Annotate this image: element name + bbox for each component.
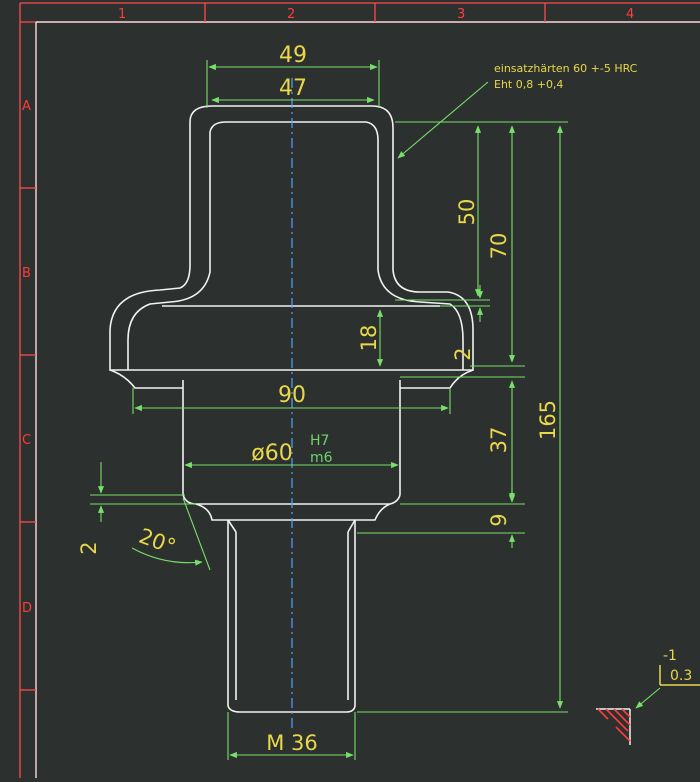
drawing-frame: 1 2 3 4 A B C D bbox=[19, 2, 700, 778]
dimension-diameter-60: ø60 H7 m6 bbox=[184, 433, 399, 469]
frame-column-4: 4 bbox=[626, 7, 634, 22]
frame-column-2: 2 bbox=[287, 7, 295, 22]
dimension-thread-label: M 36 bbox=[266, 731, 318, 755]
dimension-9-label: 9 bbox=[487, 513, 511, 526]
dimension-2-left-label: 2 bbox=[77, 541, 101, 554]
frame-row-b: B bbox=[22, 266, 31, 281]
fit-shaft-label: m6 bbox=[310, 450, 333, 466]
dimension-9: 9 bbox=[487, 488, 516, 548]
dimension-angle: 20° bbox=[131, 497, 211, 571]
dimension-37: 37 bbox=[487, 380, 516, 501]
dimension-50-label: 50 bbox=[455, 199, 479, 226]
frame-column-3: 3 bbox=[457, 7, 465, 22]
dimension-diameter-60-label: ø60 bbox=[251, 441, 292, 466]
dimension-18: 18 bbox=[357, 309, 384, 367]
dimension-165-label: 165 bbox=[536, 400, 560, 440]
dimension-90-label: 90 bbox=[278, 383, 306, 408]
surface-hatch bbox=[596, 708, 631, 745]
frame-row-c: C bbox=[22, 433, 31, 448]
hardening-note: einsatzhärten 60 +-5 HRC Eht 0,8 +0,4 bbox=[397, 62, 638, 159]
dimension-49: 49 bbox=[206, 43, 380, 108]
dimension-50: 50 bbox=[455, 125, 482, 297]
dimension-70: 70 bbox=[487, 125, 516, 363]
dimension-2-right: 2 bbox=[451, 285, 484, 361]
dimension-165: 165 bbox=[536, 125, 564, 709]
dimension-angle-label: 20° bbox=[136, 524, 179, 559]
dimension-47-label: 47 bbox=[279, 76, 307, 101]
fit-hole-label: H7 bbox=[310, 433, 329, 449]
note-line-1: einsatzhärten 60 +-5 HRC bbox=[494, 62, 638, 75]
tolerance-symbol: -1 0.3 bbox=[635, 648, 700, 709]
dimension-70-label: 70 bbox=[487, 233, 511, 260]
frame-row-a: A bbox=[22, 99, 31, 114]
note-line-2: Eht 0,8 +0,4 bbox=[494, 78, 563, 91]
dimension-2-left: 2 bbox=[77, 462, 196, 555]
dimension-thread: M 36 bbox=[227, 712, 356, 760]
dimension-49-label: 49 bbox=[279, 43, 307, 68]
dimension-37-label: 37 bbox=[487, 427, 511, 454]
dimension-18-label: 18 bbox=[357, 325, 381, 352]
dimension-47: 47 bbox=[211, 76, 375, 104]
frame-column-1: 1 bbox=[118, 7, 126, 22]
dimension-90: 90 bbox=[132, 383, 451, 414]
part-outline bbox=[109, 105, 474, 713]
tolerance-lower: 0.3 bbox=[670, 668, 692, 684]
dimension-2-right-label: 2 bbox=[451, 347, 475, 360]
dimension-extension-lines bbox=[357, 121, 568, 713]
frame-row-d: D bbox=[22, 601, 32, 616]
tolerance-upper: -1 bbox=[663, 648, 677, 664]
